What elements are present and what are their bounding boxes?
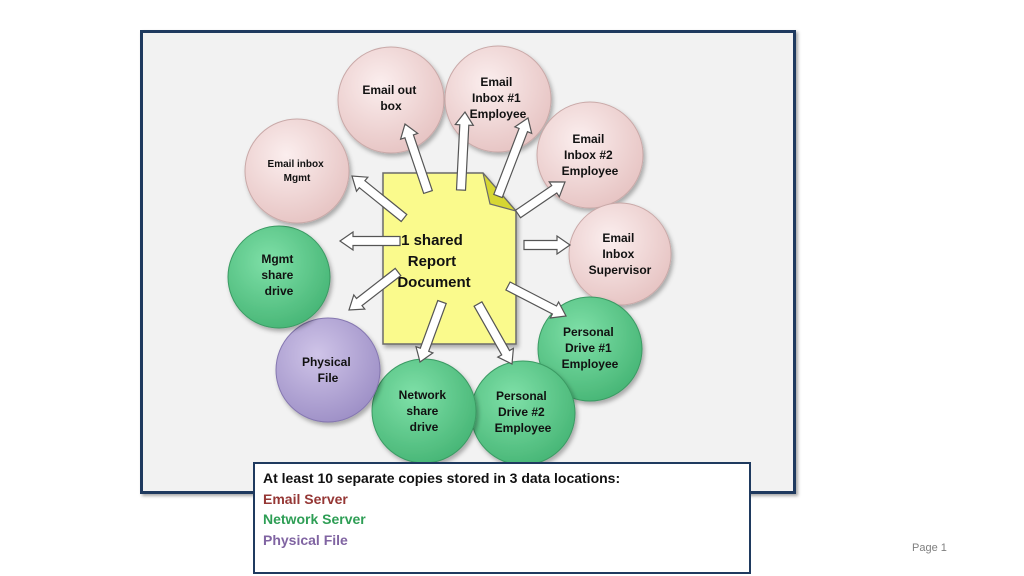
copy-arrow (338, 230, 401, 252)
node-physical-file: Physical File (275, 317, 381, 423)
copy-arrow (505, 281, 567, 319)
node-personal-drive-2: Personal Drive #2 Employee (470, 360, 576, 466)
copy-arrow (473, 300, 515, 365)
copy-arrow (415, 299, 447, 363)
node-email-inbox-mgmt: Email inbox Mgmt (244, 118, 350, 224)
legend-item-network-server: Network Server (263, 511, 366, 527)
legend-box: At least 10 separate copies stored in 3 … (253, 462, 751, 574)
node-circle (537, 296, 643, 402)
document-label-line: Document (397, 274, 470, 291)
node-circle (568, 202, 672, 306)
legend-item-email-server: Email Server (263, 490, 348, 507)
copy-arrow (514, 181, 566, 219)
node-label: Email Inbox #1 Employee (470, 75, 527, 121)
copy-arrow (523, 234, 572, 256)
copy-arrow (493, 117, 533, 199)
document-label: 1 shared Report Document (397, 232, 470, 291)
node-label: Email Inbox Supervisor (589, 231, 652, 277)
legend-heading: At least 10 separate copies stored in 3 … (263, 470, 621, 486)
copy-arrow (454, 110, 475, 191)
node-label: Personal Drive #2 Employee (495, 389, 552, 435)
node-label: Mgmt share drive (261, 252, 296, 298)
node-email-out-box: Email out box (337, 46, 445, 154)
shared-document: 1 shared Report Document (382, 172, 518, 345)
node-circle (337, 46, 445, 154)
node-email-inbox-supervisor: Email Inbox Supervisor (568, 202, 672, 306)
copy-arrow (399, 123, 434, 195)
node-label: Email out box (362, 83, 419, 113)
page-number: Page 1 (912, 542, 947, 554)
copy-arrow (348, 267, 402, 311)
document-label-line: Report (408, 253, 456, 270)
node-personal-drive-1: Personal Drive #1 Employee (537, 296, 643, 402)
node-mgmt-share-drive: Mgmt share drive (227, 225, 331, 329)
node-circle (227, 225, 331, 329)
node-circle (244, 118, 350, 224)
node-label: Email Inbox #2 Employee (562, 132, 619, 178)
document-label-line: 1 shared (401, 232, 463, 249)
copy-arrow (351, 175, 408, 223)
node-circle (275, 317, 381, 423)
node-label: Physical File (302, 355, 354, 385)
copy-arrows (338, 110, 572, 365)
node-label: Email inbox Mgmt (268, 159, 327, 184)
node-label: Personal Drive #1 Employee (562, 325, 619, 371)
node-label: Network share drive (399, 388, 450, 434)
legend-item-physical-file: Physical File (263, 531, 348, 548)
node-network-share-drive: Network share drive (371, 358, 477, 464)
